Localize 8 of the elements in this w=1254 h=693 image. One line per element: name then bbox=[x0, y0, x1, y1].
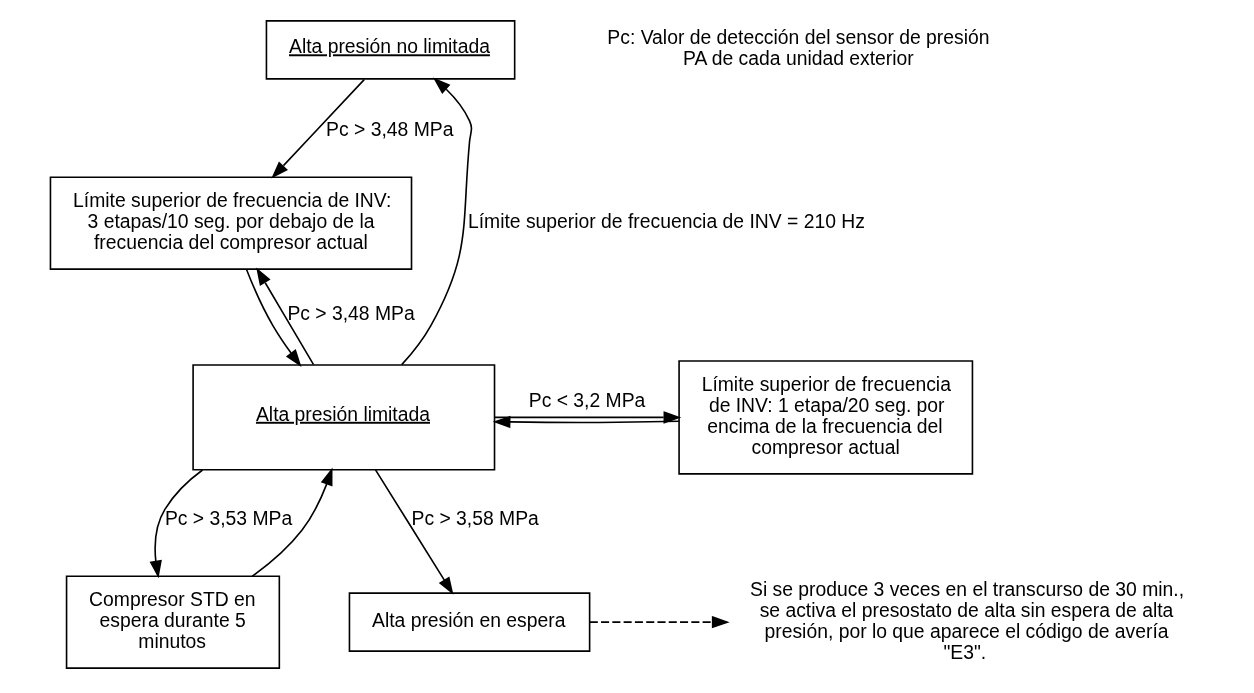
edge-label: Pc > 3,58 MPa bbox=[411, 506, 539, 529]
label: Pc: Valor de detección del sensor de presión PA de cada unidad exterior bbox=[606, 26, 989, 70]
edge-label: Pc > 3,53 MPa bbox=[164, 506, 292, 529]
edge-label: Pc > 3,48 MPa bbox=[286, 302, 415, 325]
edge-label: Pc > 3,48 MPa bbox=[325, 118, 453, 141]
node-text: Si se produce 3 veces en el transcurso de 30 min., se activa el presostato de alta sin espera de alta presión, por lo que aparece el código de avería "E3". bbox=[749, 577, 1184, 663]
edge-label: Límite superior de frecuencia de INV = 210 Hz bbox=[467, 210, 865, 233]
edge-label: Pc < 3,2 MPa bbox=[528, 389, 645, 412]
